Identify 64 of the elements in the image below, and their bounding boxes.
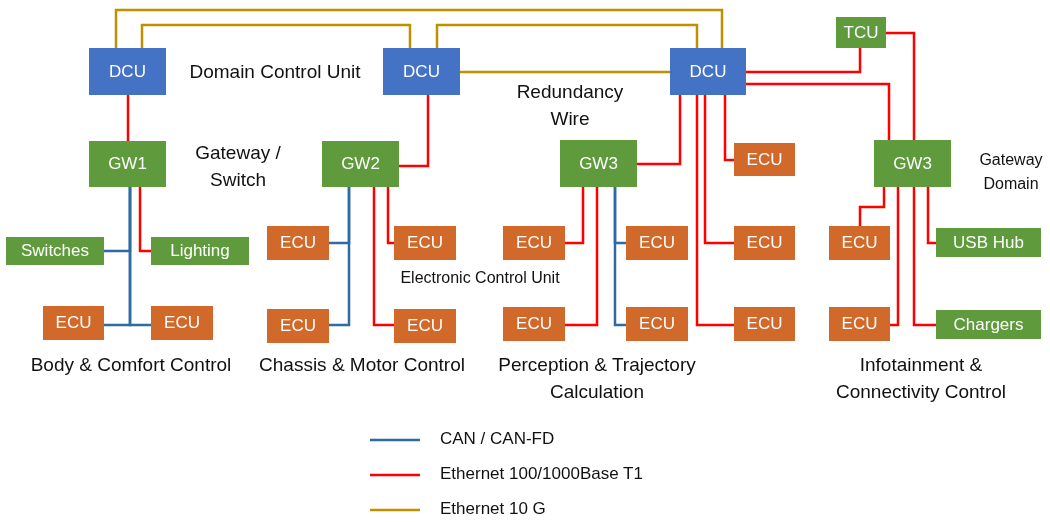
connector-line xyxy=(435,23,699,48)
connector-line xyxy=(114,8,724,48)
unit-box: DCU xyxy=(383,48,460,95)
text-label: Body & Comfort Control xyxy=(29,353,233,377)
connector-line xyxy=(746,82,891,140)
connector-line xyxy=(890,187,900,327)
unit-box: TCU xyxy=(836,17,886,48)
unit-box: ECU xyxy=(734,143,795,176)
unit-box: ECU xyxy=(43,306,104,340)
connector-line xyxy=(886,31,916,140)
connector-line xyxy=(372,187,394,327)
legend-text: Ethernet 10 G xyxy=(440,499,546,519)
unit-box: Switches xyxy=(6,237,104,265)
legend-text: Ethernet 100/1000Base T1 xyxy=(440,464,643,484)
text-label: Gateway Domain xyxy=(978,150,1044,194)
unit-box: ECU xyxy=(267,309,329,343)
unit-box: GW3 xyxy=(874,140,951,187)
text-label: Chassis & Motor Control xyxy=(258,353,466,377)
unit-box: ECU xyxy=(626,307,688,341)
unit-box: ECU xyxy=(626,226,688,260)
unit-box: Chargers xyxy=(936,310,1041,339)
connector-line xyxy=(703,95,734,245)
unit-box: ECU xyxy=(829,307,890,341)
text-label: Electronic Control Unit xyxy=(399,268,561,288)
connector-line xyxy=(695,95,734,327)
unit-box: Lighting xyxy=(151,237,249,265)
connector-line xyxy=(926,187,936,245)
connector-line xyxy=(565,187,585,245)
unit-box: GW1 xyxy=(89,141,166,187)
connector-line xyxy=(386,187,394,245)
connector-line xyxy=(128,187,151,327)
unit-box: ECU xyxy=(503,226,565,260)
unit-box: ECU xyxy=(394,226,456,260)
unit-box: ECU xyxy=(267,226,329,260)
connector-line xyxy=(613,187,626,327)
connector-line xyxy=(746,48,862,74)
text-label: Perception & Trajectory Calculation xyxy=(497,353,697,404)
connector-line xyxy=(858,187,886,226)
connector-line xyxy=(399,95,430,168)
connector-line xyxy=(723,95,734,162)
connector-line xyxy=(140,23,412,48)
text-label: Infotainment & Connectivity Control xyxy=(835,353,1007,404)
unit-box: GW2 xyxy=(322,141,399,187)
text-label: Gateway / Switch xyxy=(194,141,282,192)
connector-line xyxy=(565,187,599,327)
connector-line xyxy=(912,187,936,327)
unit-box: USB Hub xyxy=(936,228,1041,257)
unit-box: DCU xyxy=(89,48,166,95)
text-label: Domain Control Unit xyxy=(188,60,362,84)
unit-box: ECU xyxy=(394,309,456,343)
unit-box: ECU xyxy=(734,307,795,341)
unit-box: ECU xyxy=(151,306,213,340)
unit-box: DCU xyxy=(670,48,746,95)
unit-box: ECU xyxy=(734,226,795,260)
legend-text: CAN / CAN-FD xyxy=(440,429,555,449)
connector-line xyxy=(126,95,130,141)
unit-box: ECU xyxy=(829,226,890,260)
connector-line xyxy=(637,95,682,166)
unit-box: GW3 xyxy=(560,140,637,187)
text-label: Redundancy Wire xyxy=(515,80,625,131)
connector-line xyxy=(329,187,351,327)
connector-line xyxy=(460,70,670,74)
connector-line xyxy=(138,187,151,253)
unit-box: ECU xyxy=(503,307,565,341)
